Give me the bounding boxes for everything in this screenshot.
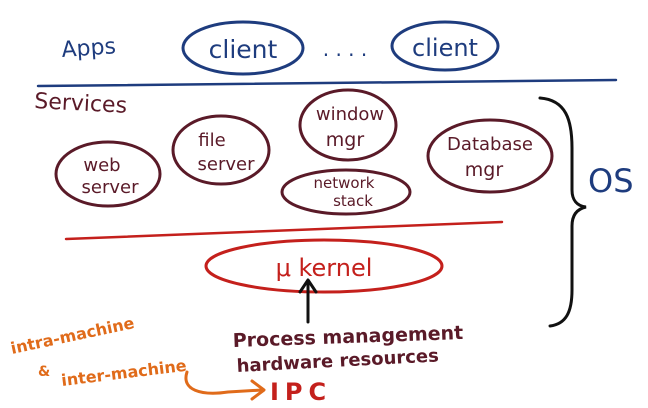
client-node-right: client [390, 20, 500, 72]
network-stack-node: network stack [280, 168, 412, 216]
os-brace [538, 96, 587, 328]
window-mgr-node: window mgr [298, 88, 398, 162]
ipc-note-line3: inter-machine [60, 356, 188, 390]
ipc-arrow-curve [184, 370, 264, 395]
web-server-line2: server [82, 177, 140, 198]
client-right-ellipse [390, 20, 500, 72]
web-server-node: web server [54, 140, 162, 208]
ipc-arrow-head [250, 379, 266, 401]
window-mgr-ellipse [298, 88, 398, 162]
ipc-label: IPC [270, 378, 332, 406]
file-server-node: file server [171, 114, 271, 186]
client-right-label: client [412, 34, 478, 62]
os-label: OS [588, 162, 634, 200]
microkernel-ellipse [204, 238, 444, 294]
database-mgr-node: Database mgr [426, 118, 554, 194]
window-mgr-line1: window [316, 104, 384, 125]
database-mgr-ellipse [426, 118, 554, 194]
apps-ellipsis: . . . . [323, 37, 368, 61]
services-kernel-divider [64, 220, 504, 241]
file-server-ellipse [171, 114, 271, 186]
database-mgr-line1: Database [447, 134, 533, 155]
kernel-arrow-head [298, 278, 318, 294]
network-stack-ellipse [280, 168, 412, 216]
network-stack-line1: network [314, 174, 375, 192]
file-server-line2: server [198, 154, 256, 175]
microkernel-label: μ kernel [276, 254, 373, 282]
window-mgr-line2: mgr [326, 129, 365, 151]
network-stack-line2: stack [333, 192, 373, 210]
ipc-note-line1: intra-machine [9, 313, 136, 358]
apps-label: Apps [61, 34, 117, 63]
file-server-line1: file [198, 130, 225, 151]
client-node-left: client [181, 20, 305, 76]
apps-services-divider [36, 78, 618, 88]
services-label: Services [34, 89, 128, 119]
ipc-note-line2: & [38, 364, 50, 380]
client-left-label: client [209, 35, 278, 64]
database-mgr-line2: mgr [465, 159, 504, 181]
microkernel-node: μ kernel [204, 238, 444, 294]
web-server-ellipse [54, 140, 162, 208]
client-left-ellipse [181, 20, 305, 76]
web-server-line1: web [83, 155, 120, 176]
